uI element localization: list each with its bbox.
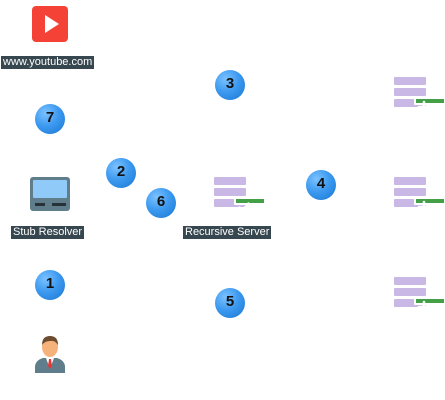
- youtube-label: www.youtube.com: [1, 56, 95, 69]
- step-1-badge: 1: [35, 270, 65, 300]
- server-add-icon: [394, 77, 445, 119]
- recursive-server-label: Recursive Server: [183, 226, 272, 239]
- server-add-icon: [394, 177, 445, 219]
- stub-resolver-label: Stub Resolver: [11, 226, 85, 239]
- step-2-badge: 2: [106, 158, 136, 188]
- step-7-badge: 7: [35, 104, 65, 134]
- step-3-badge: 3: [215, 70, 245, 100]
- step-5-badge: 5: [215, 288, 245, 318]
- user-businessman-icon: [33, 333, 67, 373]
- server-add-icon: [394, 277, 445, 319]
- step-6-badge: 6: [146, 188, 176, 218]
- server-check-icon: [214, 177, 266, 219]
- computer-terminal-icon: [30, 177, 70, 211]
- step-4-badge: 4: [306, 170, 336, 200]
- youtube-play-icon: [32, 6, 68, 42]
